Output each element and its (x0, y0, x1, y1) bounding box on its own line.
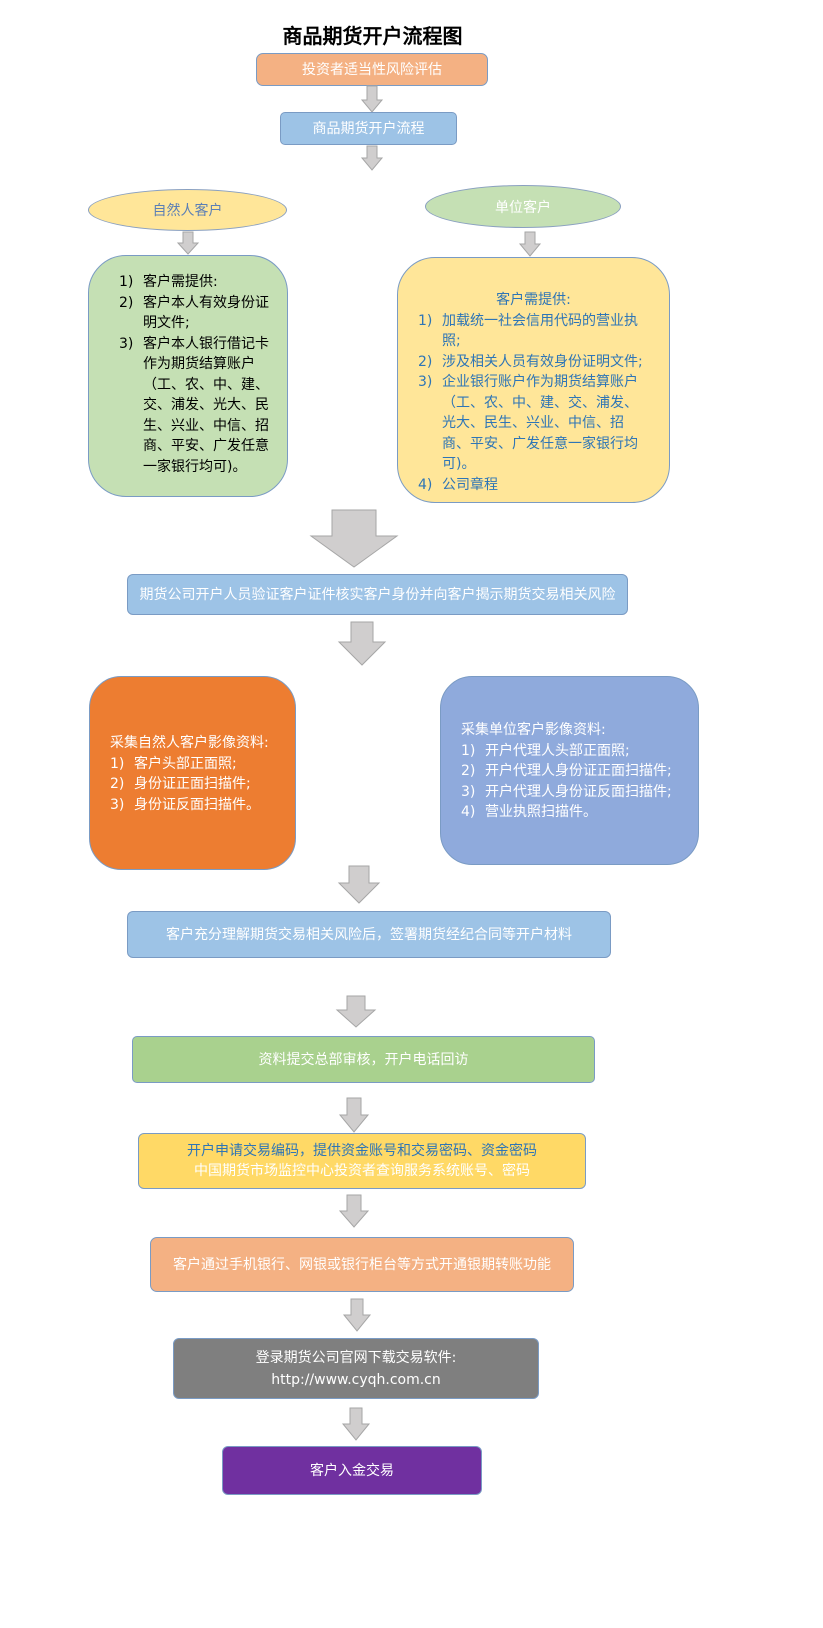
risk-assessment-step: 投资者适当性风险评估 (256, 53, 488, 86)
arrow-down-icon (341, 1407, 371, 1441)
list-item: 4)营业执照扫描件。 (461, 804, 597, 820)
org-client-ellipse: 单位客户 (425, 185, 621, 228)
natural-client-label: 自然人客户 (152, 203, 223, 219)
arrow-down-icon (338, 1097, 370, 1133)
arrow-down-icon (335, 995, 377, 1028)
list-item: 1)客户头部正面照; (110, 755, 237, 772)
list-item: 2)客户本人有效身份证明文件; (119, 294, 269, 332)
arrow-down-icon (518, 231, 542, 257)
natural-images-box: 采集自然人客户影像资料: 1)客户头部正面照; 2)身份证正面扫描件; 3)身份… (89, 676, 296, 870)
org-client-label: 单位客户 (495, 199, 551, 216)
bank-transfer-step: 客户通过手机银行、网银或银行柜台等方式开通银期转账功能 (150, 1237, 574, 1292)
page-title: 商品期货开户流程图 (282, 24, 463, 48)
risk-assessment-label: 投资者适当性风险评估 (302, 61, 442, 78)
list-item: 3)开户代理人身份证反面扫描件; (461, 783, 672, 800)
list-item: 2)身份证正面扫描件; (110, 776, 251, 792)
verify-label: 期货公司开户人员验证客户证件核实客户身份并向客户揭示期货交易相关风险 (139, 586, 616, 603)
sign-step: 客户充分理解期货交易相关风险后，签署期货经纪合同等开户材料 (127, 911, 611, 958)
natural-client-ellipse: 自然人客户 (88, 189, 287, 231)
review-label: 资料提交总部审核，开户电话回访 (258, 1051, 469, 1068)
list-item: 4)公司章程 (418, 476, 498, 493)
software-line1: 登录期货公司官网下载交易软件: (255, 1349, 457, 1366)
process-label: 商品期货开户流程 (312, 120, 425, 137)
natural-images-header: 采集自然人客户影像资料: (110, 735, 269, 751)
natural-docs-box: 1)客户需提供: 2)客户本人有效身份证明文件; 3)客户本人银行借记卡作为期货… (88, 255, 288, 497)
arrow-down-icon (309, 509, 399, 568)
list-item: 3)企业银行账户作为期货结算账户（工、农、中、建、交、浦发、光大、民生、兴业、中… (418, 374, 638, 472)
org-docs-list: 1)加载统一社会信用代码的营业执照; 2)涉及相关人员有效身份证明文件; 3)企… (418, 311, 649, 496)
apply-line2: 中国期货市场监控中心投资者查询服务系统账号、密码 (194, 1163, 530, 1179)
deposit-step: 客户入金交易 (222, 1446, 482, 1495)
list-item: 3)身份证反面扫描件。 (110, 796, 260, 813)
list-item: 2)开户代理人身份证正面扫描件; (461, 763, 672, 779)
software-step: 登录期货公司官网下载交易软件: http://www.cyqh.com.cn (173, 1338, 539, 1399)
arrow-down-icon (360, 145, 384, 171)
bank-transfer-label: 客户通过手机银行、网银或银行柜台等方式开通银期转账功能 (173, 1256, 551, 1273)
org-docs-header: 客户需提供: (496, 292, 571, 308)
verify-step: 期货公司开户人员验证客户证件核实客户身份并向客户揭示期货交易相关风险 (127, 574, 628, 615)
list-item: 2)涉及相关人员有效身份证明文件; (418, 353, 643, 370)
review-step: 资料提交总部审核，开户电话回访 (132, 1036, 595, 1083)
apply-step: 开户申请交易编码，提供资金账号和交易密码、资金密码 中国期货市场监控中心投资者查… (138, 1133, 586, 1189)
software-url: http://www.cyqh.com.cn (271, 1371, 441, 1388)
deposit-label: 客户入金交易 (310, 1462, 394, 1479)
arrow-down-icon (337, 865, 381, 904)
arrow-down-icon (337, 621, 387, 666)
list-item: 1)客户需提供: (119, 274, 218, 290)
apply-line1: 开户申请交易编码，提供资金账号和交易密码、资金密码 (187, 1143, 537, 1159)
org-images-box: 采集单位客户影像资料: 1)开户代理人头部正面照; 2)开户代理人身份证正面扫描… (440, 676, 699, 865)
list-item: 1)加载统一社会信用代码的营业执照; (418, 312, 638, 350)
list-item: 1)开户代理人头部正面照; (461, 742, 630, 759)
arrow-down-icon (360, 85, 384, 113)
process-step: 商品期货开户流程 (280, 112, 457, 145)
org-images-header: 采集单位客户影像资料: (461, 722, 606, 738)
org-docs-box: 客户需提供: 1)加载统一社会信用代码的营业执照; 2)涉及相关人员有效身份证明… (397, 257, 670, 503)
arrow-down-icon (338, 1194, 370, 1228)
org-images-list: 1)开户代理人头部正面照; 2)开户代理人身份证正面扫描件; 3)开户代理人身份… (461, 741, 688, 823)
list-item: 3)客户本人银行借记卡作为期货结算账户（工、农、中、建、交、浦发、光大、民生、兴… (119, 335, 269, 475)
natural-docs-list: 1)客户需提供: 2)客户本人有效身份证明文件; 3)客户本人银行借记卡作为期货… (119, 272, 269, 477)
arrow-down-icon (176, 231, 200, 255)
arrow-down-icon (342, 1298, 372, 1332)
sign-label: 客户充分理解期货交易相关风险后，签署期货经纪合同等开户材料 (166, 926, 572, 943)
natural-images-list: 1)客户头部正面照; 2)身份证正面扫描件; 3)身份证反面扫描件。 (110, 754, 285, 816)
